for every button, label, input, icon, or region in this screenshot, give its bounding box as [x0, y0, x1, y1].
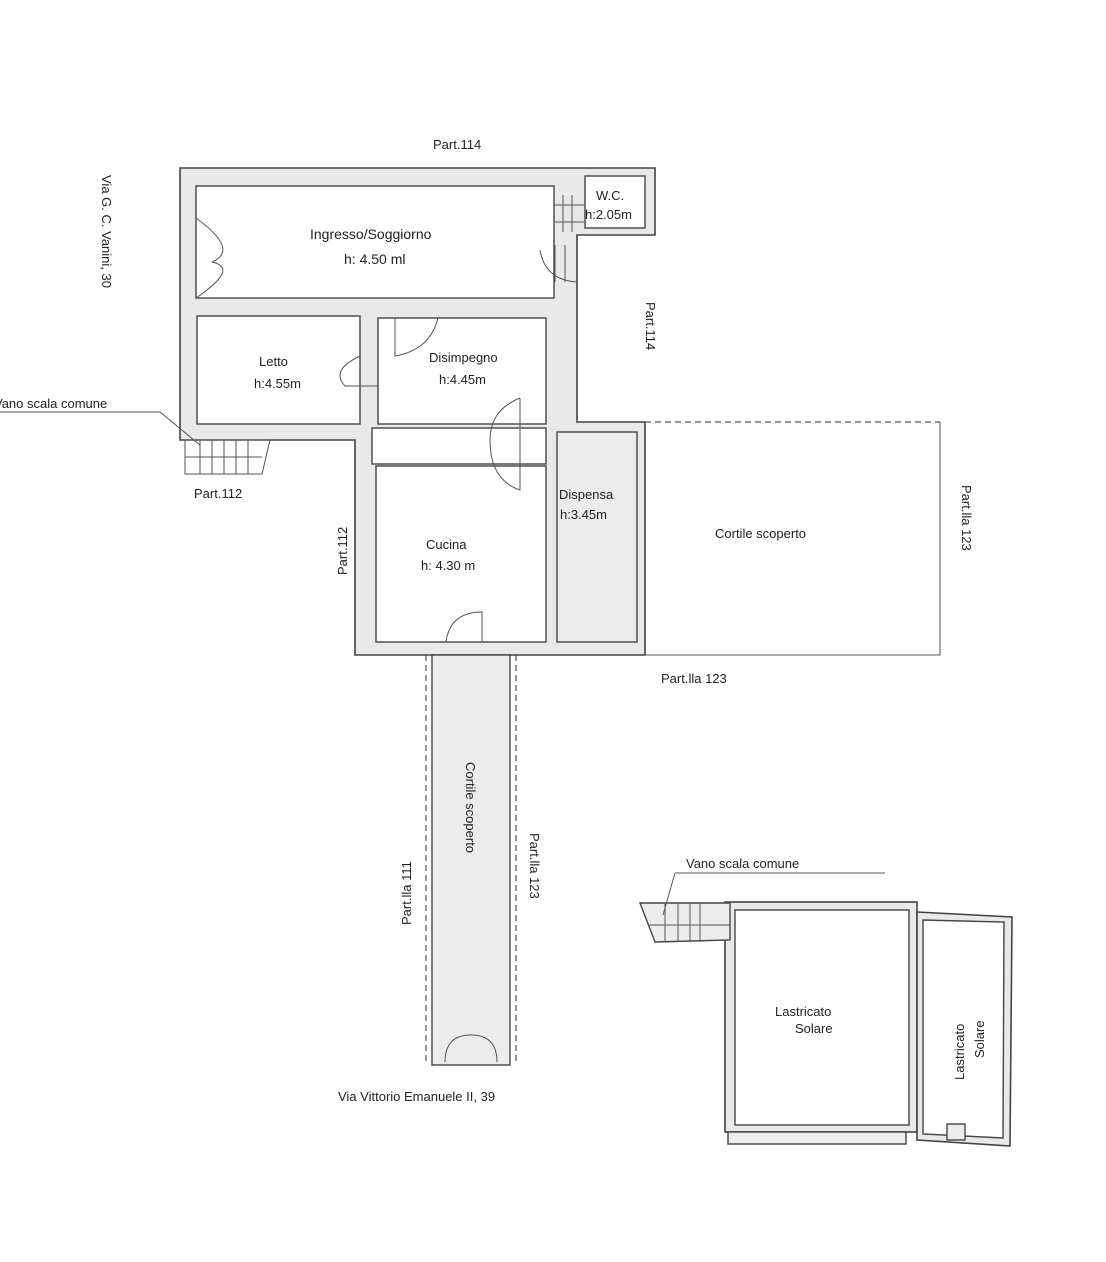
roof-chimney [946, 1123, 966, 1141]
room-wc-height: h:2.05m [585, 207, 632, 222]
room-letto [196, 315, 361, 425]
lastricato-2-line2: Solare [972, 1020, 987, 1058]
room-cucina-name: Cucina [426, 537, 467, 552]
door-cucina [489, 397, 521, 491]
lastricato-2-line1: Lastricato [952, 1024, 967, 1080]
stairs-roof-lines [648, 903, 730, 942]
cortile-right-name: Cortile scoperto [715, 526, 806, 541]
label-street-left: Via G. C. Vanini, 30 [99, 175, 114, 288]
stairs-wc [539, 195, 585, 283]
room-ingresso-height: h: 4.50 ml [344, 251, 405, 267]
room-ingresso [195, 185, 555, 299]
label-part-lla-123-strip: Part.lla 123 [527, 833, 542, 899]
label-part-lla-123-right: Part.lla 123 [959, 485, 974, 551]
label-part-lla-111: Part.lla 111 [399, 861, 414, 925]
room-disimpegno-name: Disimpegno [429, 350, 498, 365]
lastricato-1-line1: Lastricato [775, 1004, 831, 1019]
room-dispensa-name: Dispensa [559, 487, 614, 502]
door-entrance [195, 217, 224, 299]
lastricato-1-line2: Solare [795, 1021, 833, 1036]
door-disimpegno [394, 317, 439, 357]
room-cucina [375, 465, 547, 643]
room-letto-height: h:4.55m [254, 376, 301, 391]
gate-bottom [444, 1034, 498, 1063]
room-dispensa-height: h:3.45m [560, 507, 607, 522]
hallway [371, 427, 547, 465]
label-part-112-bottom: Part.112 [194, 486, 242, 501]
label-stair-roof: Vano scala comune [686, 856, 799, 871]
stair-leader-left [0, 411, 201, 446]
door-cortile-strip [445, 611, 483, 643]
room-wc [584, 175, 646, 229]
label-street-bottom: Via Vittorio Emanuele II, 39 [338, 1089, 495, 1104]
label-part-114-right: Part.114 [643, 302, 658, 350]
roof-terrace-2 [922, 919, 1005, 1139]
room-letto-name: Letto [259, 354, 288, 369]
room-ingresso-name: Ingresso/Soggiorno [310, 226, 432, 242]
cortile-right [645, 422, 941, 656]
room-wc-name: W.C. [596, 188, 624, 203]
room-cucina-height: h: 4.30 m [421, 558, 475, 573]
stairs-left [184, 439, 271, 475]
door-letto [339, 355, 378, 387]
cortile-strip-dashed [425, 655, 517, 1065]
cortile-strip [431, 654, 511, 1066]
label-part-114-top: Part.114 [433, 137, 481, 152]
room-dispensa [556, 431, 638, 643]
label-part-112-side: Part.112 [335, 527, 350, 575]
room-disimpegno [377, 317, 547, 425]
cortile-strip-name: Cortile scoperto [463, 762, 478, 853]
label-stair-left: Vano scala comune [0, 396, 107, 411]
label-part-lla-123-bottom: Part.lla 123 [661, 671, 727, 686]
room-disimpegno-height: h:4.45m [439, 372, 486, 387]
roof-ledge [727, 1131, 907, 1145]
stair-leader-roof [662, 872, 885, 916]
stairs-roof [638, 902, 731, 943]
roof-terrace-1 [734, 909, 910, 1126]
